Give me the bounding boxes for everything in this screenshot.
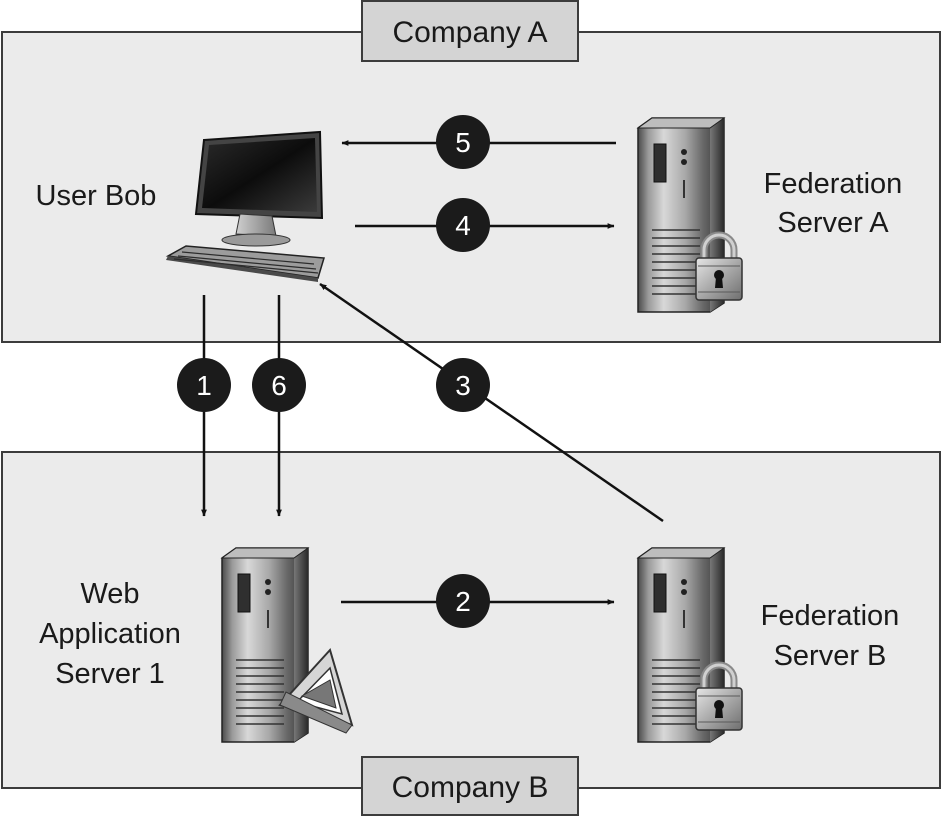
step-badge-3: 3 xyxy=(436,358,490,412)
step-2-label: 2 xyxy=(455,586,471,617)
federation-server-b-label-line2: Server B xyxy=(774,640,887,672)
arrow-step-3 xyxy=(319,282,664,523)
company-a-tab xyxy=(361,0,579,62)
company-a-region: Company A xyxy=(1,0,941,343)
web-app-server-label-line2: Application xyxy=(39,618,181,650)
federation-server-b-label-line1: Federation xyxy=(761,600,900,632)
step-badge-2: 2 xyxy=(436,574,490,628)
company-b-label: Company B xyxy=(392,771,549,804)
step-badge-6: 6 xyxy=(252,358,306,412)
step-6-label: 6 xyxy=(271,370,287,401)
user-bob-label: User Bob xyxy=(36,180,157,212)
step-badge-5: 5 xyxy=(436,115,490,169)
step-badge-4: 4 xyxy=(436,198,490,252)
web-app-server-label-line1: Web xyxy=(80,578,139,610)
web-app-server-icon xyxy=(221,547,354,743)
federation-server-a-label-line1: Federation xyxy=(764,168,903,200)
company-b-tab xyxy=(361,756,579,816)
step-3-label: 3 xyxy=(455,370,471,401)
federation-server-a-label-line2: Server A xyxy=(777,207,889,239)
step-5-label: 5 xyxy=(455,127,471,158)
company-a-label: Company A xyxy=(392,16,547,49)
step-4-label: 4 xyxy=(455,210,471,241)
application-triangle-icon xyxy=(278,648,354,734)
web-app-server-label-line3: Server 1 xyxy=(55,658,165,690)
step-1-label: 1 xyxy=(196,370,212,401)
computer-icon xyxy=(165,130,325,282)
step-badge-1: 1 xyxy=(177,358,231,412)
